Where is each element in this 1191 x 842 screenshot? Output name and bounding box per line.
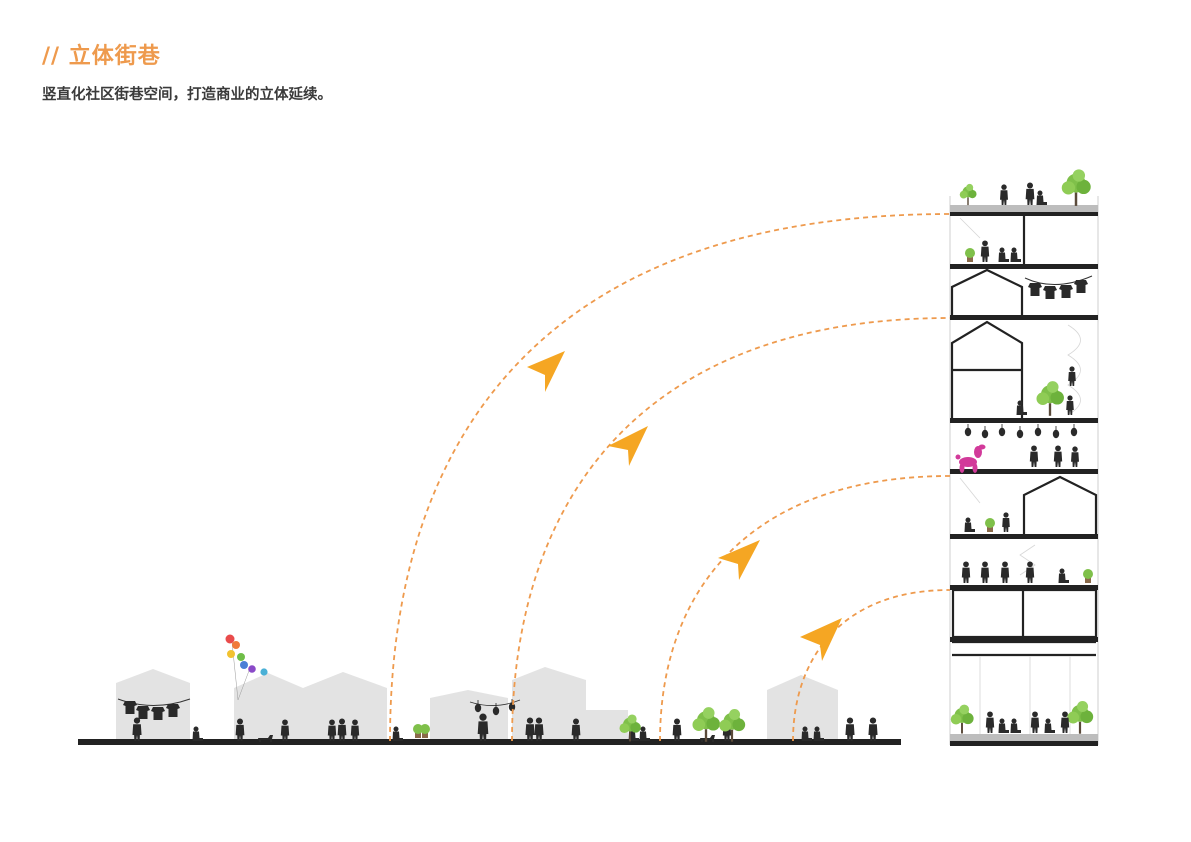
- tree-icon: [959, 183, 977, 206]
- vertical-tower: [949, 169, 1099, 746]
- arrow-head-icon: [800, 618, 842, 661]
- tree-icon: [1061, 169, 1091, 206]
- arrow-path-4: [792, 589, 951, 742]
- connection-arrows: [389, 213, 951, 742]
- arrow-path-3: [659, 475, 951, 742]
- tree-icon: [692, 707, 720, 742]
- clothesline-icon: [117, 698, 191, 720]
- arrow-head-icon: [608, 426, 648, 466]
- balloon-icon: [225, 634, 268, 701]
- person-silhouette-icon: [639, 726, 650, 741]
- balloon-dog-icon: [955, 444, 986, 473]
- arrow-heads: [527, 351, 842, 661]
- person-silhouette-icon: [672, 718, 682, 741]
- dog-icon: [700, 735, 715, 742]
- arrow-head-icon: [718, 540, 760, 580]
- arrow-path-1: [389, 213, 951, 742]
- tree-icon: [950, 704, 974, 734]
- street-ground-line: [78, 739, 901, 745]
- page-title: // 立体街巷: [42, 44, 161, 69]
- page-subtitle: 竖直化社区街巷空间，打造商业的立体延续。: [42, 87, 332, 103]
- lantern-icon: [469, 698, 521, 716]
- tree-icon: [1067, 700, 1094, 734]
- arrow-head-icon: [527, 351, 565, 392]
- tree-icon: [719, 708, 746, 742]
- arrow-path-2: [511, 317, 951, 742]
- dog-icon: [258, 735, 273, 742]
- street-people: [132, 713, 878, 742]
- tree-icon: [1036, 381, 1064, 416]
- person-silhouette-icon: [192, 726, 203, 741]
- person-silhouette-icon: [868, 717, 878, 741]
- person-silhouette-icon: [845, 717, 855, 741]
- person-silhouette-icon: [392, 726, 403, 741]
